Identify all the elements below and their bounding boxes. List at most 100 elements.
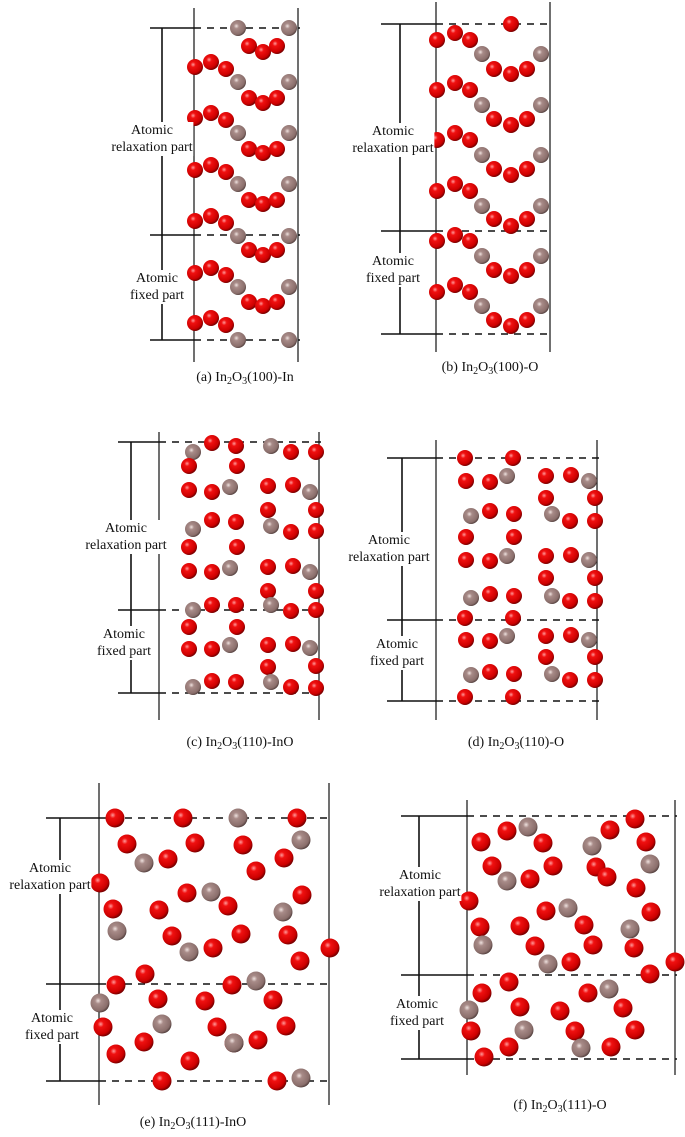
- indium-atom: [263, 597, 279, 613]
- caption-a: (a) In2O3(100)-In: [196, 370, 293, 387]
- oxygen-atom: [447, 125, 463, 141]
- indium-atom: [474, 97, 490, 113]
- oxygen-atom: [267, 1071, 287, 1091]
- oxygen-atom: [561, 952, 581, 972]
- oxygen-atom: [486, 262, 502, 278]
- indium-atom: [281, 176, 297, 192]
- indium-atom: [581, 473, 597, 489]
- oxygen-atom: [447, 176, 463, 192]
- caption-text: (111)-O: [562, 1098, 607, 1113]
- oxygen-atom: [429, 82, 445, 98]
- oxygen-atom: [665, 952, 685, 972]
- indium-atom: [302, 564, 318, 580]
- indium-atom: [230, 125, 246, 141]
- oxygen-atom: [600, 820, 620, 840]
- oxygen-atom: [578, 983, 598, 1003]
- oxygen-atom: [203, 260, 219, 276]
- subscript: 2: [473, 366, 479, 377]
- oxygen-atom: [482, 474, 498, 490]
- indium-atom: [107, 921, 127, 941]
- indium-atom: [230, 228, 246, 244]
- oxygen-atom: [308, 602, 324, 618]
- oxygen-atom: [482, 664, 498, 680]
- oxygen-atom: [641, 902, 661, 922]
- oxygen-atom: [519, 211, 535, 227]
- oxygen-atom: [474, 1047, 494, 1067]
- oxygen-atom: [308, 523, 324, 539]
- indium-atom: [533, 46, 549, 62]
- oxygen-atom: [587, 513, 603, 529]
- oxygen-atom: [241, 90, 257, 106]
- oxygen-atom: [486, 211, 502, 227]
- oxygen-atom: [429, 32, 445, 48]
- oxygen-atom: [519, 312, 535, 328]
- oxygen-atom: [134, 1032, 154, 1052]
- oxygen-atom: [462, 233, 478, 249]
- oxygen-atom: [519, 262, 535, 278]
- indium-atom: [230, 332, 246, 348]
- oxygen-atom: [562, 672, 578, 688]
- indium-atom: [201, 882, 221, 902]
- caption-text: (b) In: [441, 360, 474, 375]
- caption-text: O: [478, 360, 489, 375]
- oxygen-atom: [462, 284, 478, 300]
- oxygen-atom: [510, 997, 530, 1017]
- oxygen-atom: [187, 213, 203, 229]
- oxygen-atom: [486, 61, 502, 77]
- oxygen-atom: [229, 619, 245, 635]
- oxygen-atom: [563, 627, 579, 643]
- oxygen-atom: [626, 878, 646, 898]
- indium-atom: [230, 20, 246, 36]
- oxygen-atom: [241, 38, 257, 54]
- oxygen-atom: [472, 983, 492, 1003]
- indium-atom: [518, 817, 538, 837]
- oxygen-atom: [203, 208, 219, 224]
- indium-atom: [230, 279, 246, 295]
- oxygen-atom: [204, 673, 220, 689]
- indium-atom: [499, 468, 515, 484]
- oxygen-atom: [458, 473, 474, 489]
- label-text: Atomic: [103, 627, 145, 642]
- oxygen-atom: [285, 636, 301, 652]
- oxygen-atom: [447, 75, 463, 91]
- oxygen-atom: [287, 808, 307, 828]
- oxygen-atom: [458, 529, 474, 545]
- oxygen-atom: [482, 856, 502, 876]
- indium-atom: [281, 332, 297, 348]
- oxygen-atom: [276, 1016, 296, 1036]
- oxygen-atom: [148, 989, 168, 1009]
- indium-atom: [273, 902, 293, 922]
- indium-atom: [185, 679, 201, 695]
- caption-f: (f) In2O3(111)-O: [513, 1098, 607, 1115]
- oxygen-atom: [562, 513, 578, 529]
- oxygen-atom: [499, 972, 519, 992]
- oxygen-atom: [204, 484, 220, 500]
- oxygen-atom: [181, 458, 197, 474]
- indium-atom: [533, 298, 549, 314]
- oxygen-atom: [149, 900, 169, 920]
- label-text: relaxation part: [348, 550, 430, 565]
- oxygen-atom: [173, 808, 193, 828]
- oxygen-atom: [103, 899, 123, 919]
- oxygen-atom: [519, 161, 535, 177]
- oxygen-atom: [292, 885, 312, 905]
- oxygen-atom: [583, 935, 603, 955]
- oxygen-atom: [625, 1020, 645, 1040]
- indium-atom: [263, 438, 279, 454]
- oxygen-atom: [519, 61, 535, 77]
- oxygen-atom: [106, 975, 126, 995]
- oxygen-atom: [203, 310, 219, 326]
- oxygen-atom: [525, 936, 545, 956]
- oxygen-atom: [218, 61, 234, 77]
- oxygen-atom: [482, 586, 498, 602]
- caption-text: (c) In: [186, 735, 218, 750]
- label-text: Atomic: [396, 997, 438, 1012]
- oxygen-atom: [505, 610, 521, 626]
- caption-text: (111)-InO: [190, 1115, 247, 1130]
- indium-atom: [179, 942, 199, 962]
- oxygen-atom: [269, 294, 285, 310]
- oxygen-atom: [269, 192, 285, 208]
- caption-e: (e) In2O3(111)-InO: [140, 1115, 247, 1132]
